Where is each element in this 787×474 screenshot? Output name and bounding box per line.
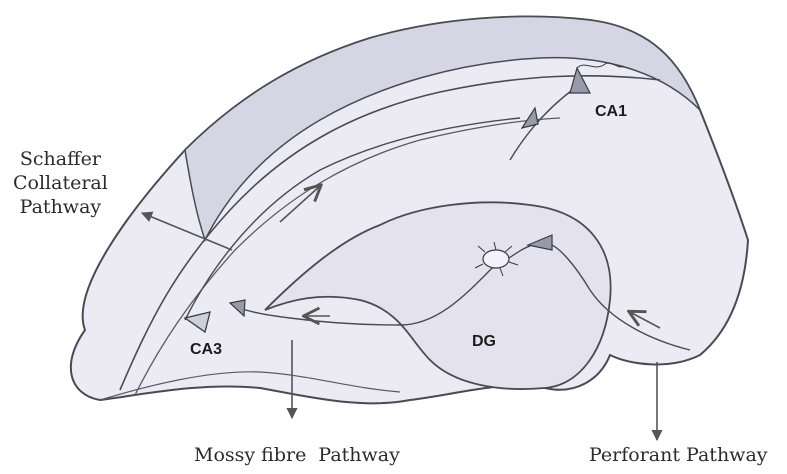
cornu-band xyxy=(184,15,701,242)
lower-edge xyxy=(99,371,401,401)
lamina-curve xyxy=(119,74,661,391)
perforant-path xyxy=(549,243,691,351)
dg-label: DG xyxy=(472,333,496,350)
schaffer-label-arrow xyxy=(140,211,233,251)
mossy-fibre-path xyxy=(239,261,499,326)
ca3-neuron-small xyxy=(228,299,246,318)
schaffer-label-line-3: Pathway xyxy=(19,196,102,218)
ca1-neuron-dendrite xyxy=(576,62,625,69)
ca3-neuron-large xyxy=(183,311,211,334)
schaffer-collateral-path xyxy=(184,117,521,321)
dg-cell-spines xyxy=(474,241,519,277)
schaffer-label-line-2: Collateral xyxy=(13,172,108,194)
dg-cell-body xyxy=(482,249,510,269)
ca1-small-neuron xyxy=(520,106,539,129)
perforant-path-arrow xyxy=(630,312,661,329)
ca3-label: CA3 xyxy=(190,341,223,358)
ca1-neuron xyxy=(569,66,591,94)
mossy-fibre-label: Mossy fibre Pathway xyxy=(194,444,400,466)
dg-cell-to-granule xyxy=(508,245,531,259)
schaffer-arrow xyxy=(279,186,320,223)
schaffer-label-line-1: Schaffer xyxy=(19,148,101,170)
dg-granule-neuron xyxy=(525,234,553,251)
schaffer-collateral-label: Schaffer Collateral Pathway xyxy=(13,147,108,219)
perforant-label: Perforant Pathway xyxy=(589,444,768,466)
ca1-label: CA1 xyxy=(595,103,628,120)
